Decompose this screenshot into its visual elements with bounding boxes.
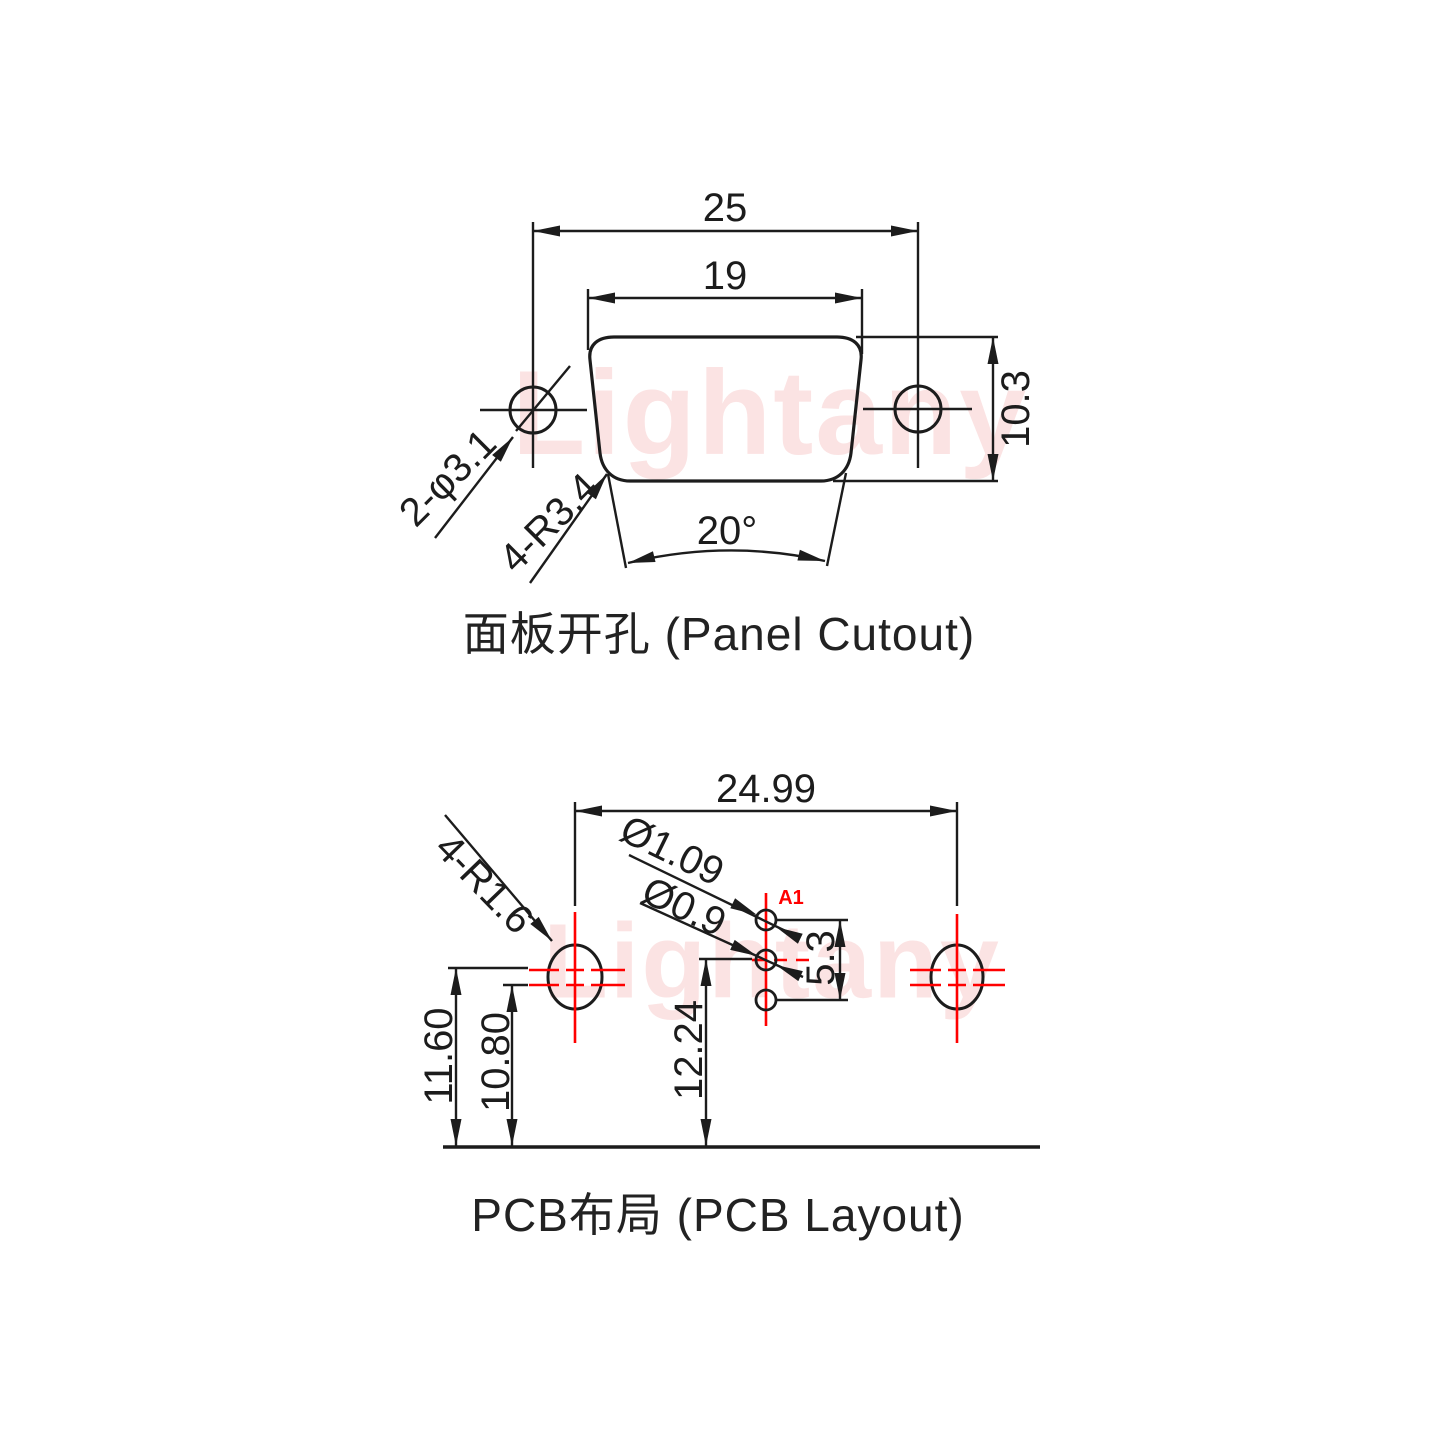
dim-text-11-60: 11.60	[417, 1007, 461, 1105]
dim-text-5-3: 5.3	[799, 930, 843, 986]
dim-text-19: 19	[702, 254, 748, 298]
dim-text-25: 25	[702, 186, 748, 230]
pin-a3	[754, 988, 778, 1012]
panel-cutout-caption: 面板开孔 (Panel Cutout)	[462, 608, 976, 660]
pin-a2	[754, 948, 778, 972]
dim-text-10-3: 10.3	[994, 370, 1038, 448]
leader-dia-1-09	[628, 853, 799, 939]
leader-pcb-corner-radius	[444, 814, 553, 942]
panel-cutout-drawing	[434, 222, 999, 584]
leader-corner-radius	[529, 473, 608, 584]
leader-mount-holes	[434, 436, 514, 539]
label-pin-a1: A1	[778, 887, 804, 909]
angle-arc-20	[627, 549, 826, 565]
angle-text-20: 20°	[696, 509, 758, 553]
pcb-layout-caption: PCB布局 (PCB Layout)	[471, 1189, 965, 1241]
dim-text-12-24: 12.24	[667, 999, 711, 1101]
dsub-cutout-outline	[588, 335, 863, 483]
pcb-layout-drawing	[443, 802, 1040, 1149]
pin-a1	[754, 908, 778, 932]
dim-text-24-99: 24.99	[715, 767, 817, 811]
dim-text-10-80: 10.80	[474, 1011, 518, 1113]
leader-dia-0-9	[639, 901, 804, 979]
